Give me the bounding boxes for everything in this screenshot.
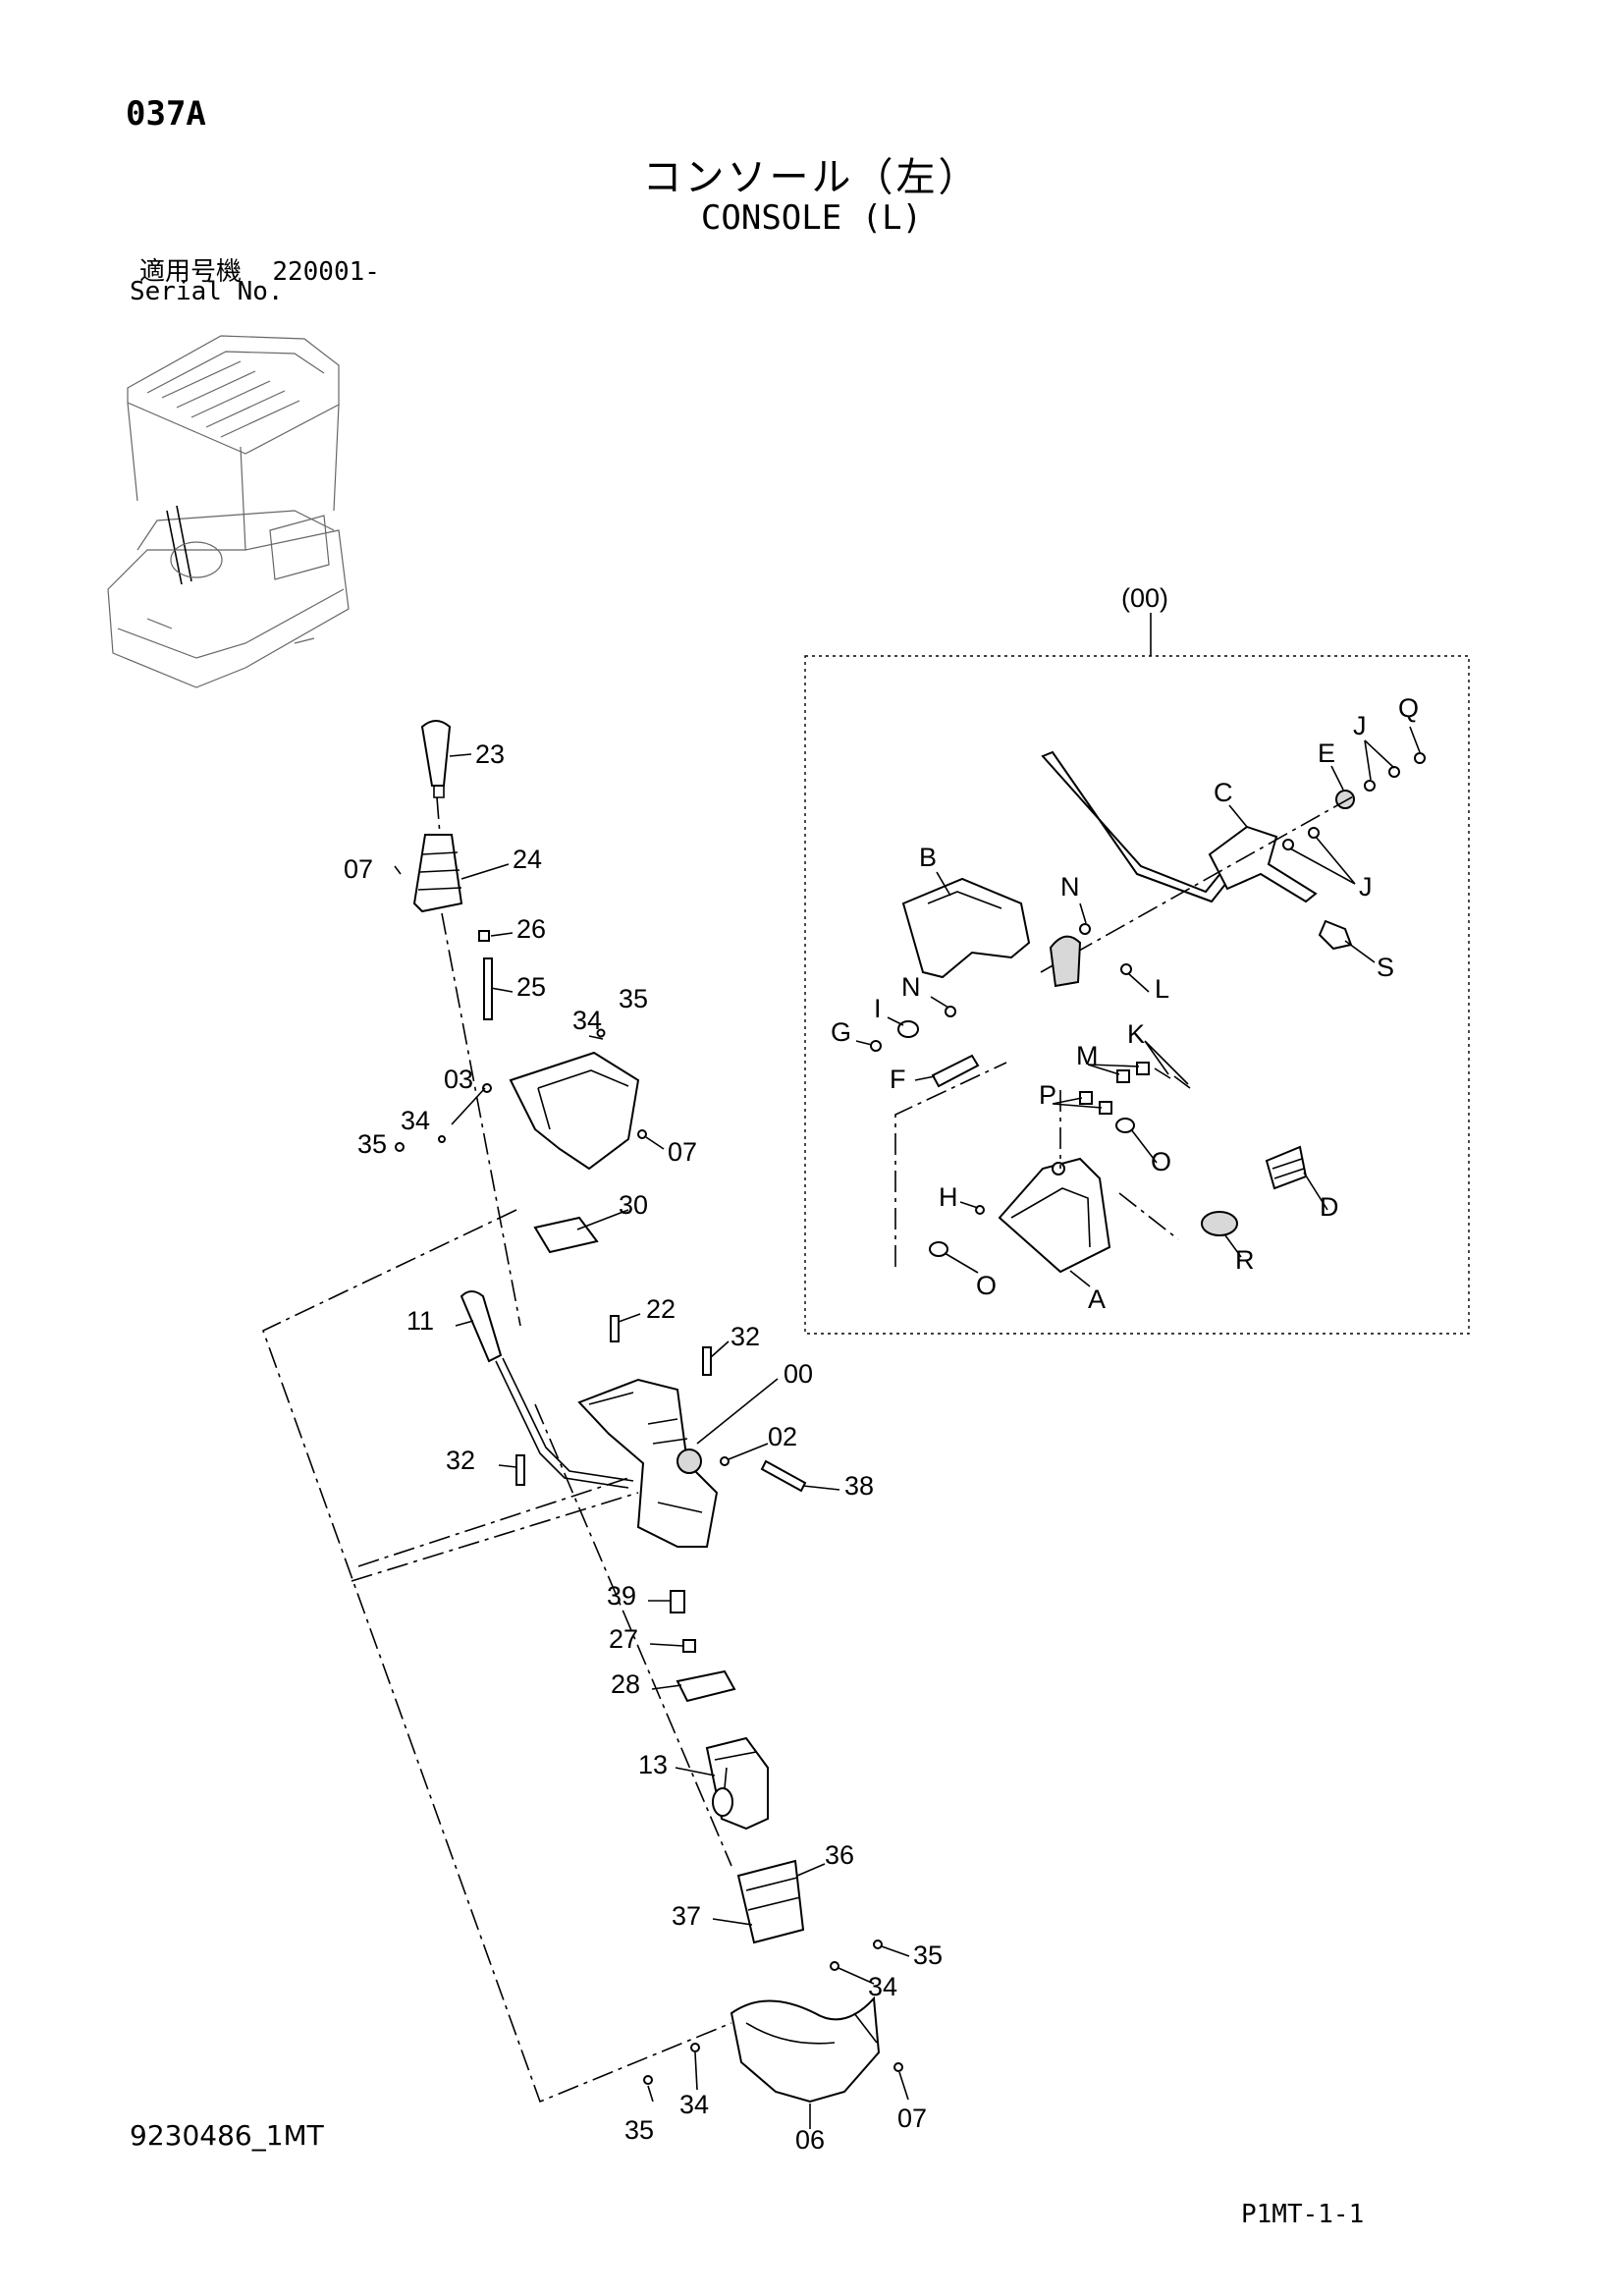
callout-06: 06 xyxy=(795,2125,825,2155)
subpart-q: Q xyxy=(1398,693,1419,723)
subpart-b: B xyxy=(919,843,937,872)
callout-39: 39 xyxy=(607,1581,636,1611)
callout-30: 30 xyxy=(619,1190,648,1220)
callout-34-lower-left: 34 xyxy=(679,2090,709,2119)
boot-24 xyxy=(412,834,463,913)
subpart-r: R xyxy=(1235,1245,1255,1275)
subpart-h: H xyxy=(939,1182,958,1212)
callout-23: 23 xyxy=(475,739,505,769)
subpart-p: P xyxy=(1039,1080,1056,1110)
serial-label-english: Serial No. xyxy=(130,277,284,306)
callout-27: 27 xyxy=(609,1624,638,1654)
pilot-valve-13 xyxy=(705,1736,769,1831)
subpart-s: S xyxy=(1377,953,1394,982)
callout-32-right: 32 xyxy=(730,1322,760,1351)
callout-02: 02 xyxy=(768,1422,797,1451)
part-27 xyxy=(682,1639,696,1653)
subpart-g: G xyxy=(831,1017,851,1047)
subpart-i: I xyxy=(874,994,882,1023)
callout-07-bottom: 07 xyxy=(897,2104,927,2133)
assembly-part-s xyxy=(1318,919,1353,951)
lever-grip-11 xyxy=(460,1290,503,1363)
main-parts-column xyxy=(262,720,903,2104)
callout-35-lower-left: 35 xyxy=(624,2115,654,2145)
plate-28 xyxy=(676,1669,736,1703)
callout-34-upper: 34 xyxy=(572,1006,602,1035)
knob-23 xyxy=(420,720,452,787)
callout-34-lower-right: 34 xyxy=(868,1972,897,2001)
callout-00: 00 xyxy=(784,1359,813,1389)
plate-30 xyxy=(533,1216,599,1254)
subpart-e: E xyxy=(1318,738,1335,768)
subpart-c: C xyxy=(1214,778,1233,807)
pin-32a xyxy=(702,1346,712,1376)
callout-13: 13 xyxy=(638,1750,668,1779)
page-reference: P1MT-1-1 xyxy=(1241,2200,1365,2229)
callout-35-upper: 35 xyxy=(619,984,648,1013)
serial-line-japanese: 適用号機 220001- xyxy=(139,251,380,288)
subpart-f: F xyxy=(890,1065,906,1094)
subpart-j-lower: J xyxy=(1359,872,1373,902)
subpart-o-lower: O xyxy=(976,1271,997,1300)
subpart-n-upper: N xyxy=(1060,872,1080,902)
callout-24: 24 xyxy=(513,845,542,874)
serial-label-japanese: 適用号機 xyxy=(139,257,243,287)
callout-35-left: 35 xyxy=(357,1129,387,1159)
pin-32b xyxy=(515,1454,525,1486)
callout-28: 28 xyxy=(611,1669,640,1699)
part-26 xyxy=(478,930,490,942)
rod-25 xyxy=(483,957,493,1020)
assembly-bracket-b xyxy=(901,877,1031,979)
subpart-n-lower: N xyxy=(901,972,921,1002)
callout-22: 22 xyxy=(646,1294,676,1324)
cover-03 xyxy=(509,1051,640,1171)
subpart-d: D xyxy=(1320,1192,1339,1222)
callout-07-mid: 07 xyxy=(668,1137,697,1167)
callout-32-left: 32 xyxy=(446,1446,475,1475)
callout-34-left: 34 xyxy=(401,1106,430,1135)
bolt-22 xyxy=(610,1315,620,1342)
pin-38 xyxy=(760,1459,807,1493)
callout-11: 11 xyxy=(406,1306,434,1336)
title-english: CONSOLE (L) xyxy=(700,198,923,238)
callout-36: 36 xyxy=(825,1840,854,1870)
boot-36 xyxy=(736,1859,805,1944)
callout-03: 03 xyxy=(444,1065,473,1094)
callout-25: 25 xyxy=(516,972,546,1002)
callout-35-lower-right: 35 xyxy=(913,1941,943,1970)
assembly-base-a xyxy=(998,1157,1111,1274)
assembly-pin-f xyxy=(931,1054,980,1088)
page-code: 037A xyxy=(126,94,206,134)
lower-cover-06 xyxy=(730,1995,881,2104)
assembly-leaders xyxy=(855,726,1421,1287)
lever-assembly-00 xyxy=(577,1378,719,1548)
callout-leaders xyxy=(394,753,910,2129)
serial-value: 220001- xyxy=(272,257,380,287)
subpart-m: M xyxy=(1076,1041,1099,1070)
title-japanese: コンソール（左） xyxy=(642,155,981,200)
assembly-detail-box xyxy=(804,613,1470,1335)
collar-39 xyxy=(670,1590,685,1613)
callout-26: 26 xyxy=(516,914,546,944)
subpart-j-upper: J xyxy=(1353,711,1367,740)
assembly-arm-c xyxy=(1208,825,1318,903)
subpart-a: A xyxy=(1088,1285,1106,1314)
drawing-number: 9230486_1MT xyxy=(130,2119,324,2152)
callout-37: 37 xyxy=(672,1901,701,1931)
subpart-o-upper: O xyxy=(1151,1147,1171,1176)
assembly-spring-d xyxy=(1265,1145,1308,1190)
subpart-k: K xyxy=(1127,1019,1145,1049)
callout-38: 38 xyxy=(844,1471,874,1501)
machine-overview-illustration xyxy=(107,335,350,688)
assembly-label: (00) xyxy=(1121,583,1168,613)
callout-07-top: 07 xyxy=(344,854,373,884)
subpart-l: L xyxy=(1155,974,1169,1004)
